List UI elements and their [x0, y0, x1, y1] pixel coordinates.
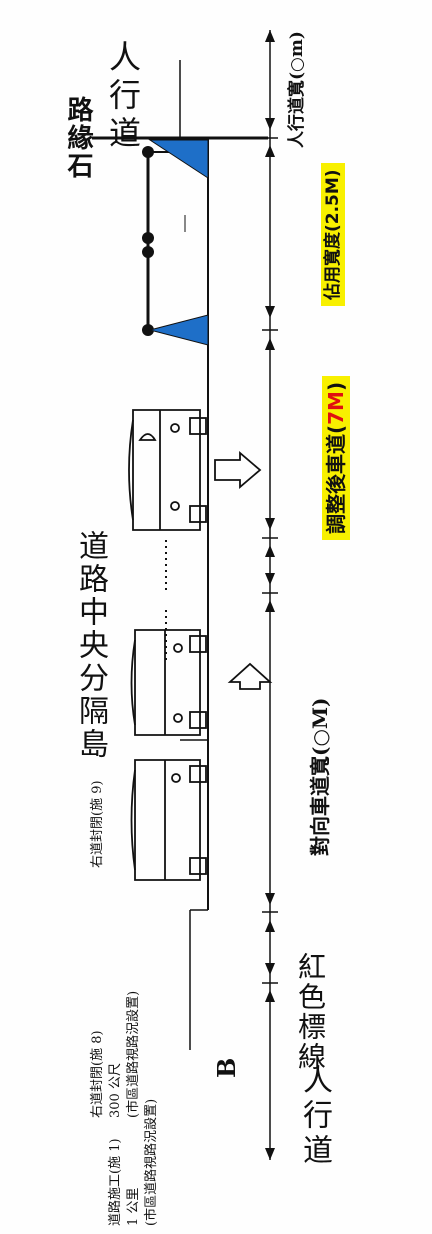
sign9-note: 右道封閉(施 9) [90, 780, 105, 868]
sign8-note-line3: (市區道路視路況設置) [126, 990, 141, 1118]
car-icon [130, 759, 207, 881]
sign1-note-line2: 1 公里 [126, 1187, 141, 1226]
opposite-lane-label: 對向車道寬(○M) [308, 697, 332, 856]
sign8-note-line1: 右道封閉(施 8) [90, 1030, 105, 1118]
barrier-post [142, 232, 154, 244]
sidewalk-width-label: 人行道寬(○m) [287, 31, 307, 148]
sign8-note-line2: 300 公尺 [108, 1063, 123, 1118]
curb-label: 路緣石 [63, 96, 93, 180]
adjusted-lane-label: 調整後車道(7M) [320, 375, 350, 540]
arrow-down-icon [214, 451, 262, 489]
median-label: 道路中央分隔島 [73, 530, 108, 761]
sign1-note-line1: 道路施工(施 1) [108, 1138, 123, 1226]
barrier-post [142, 246, 154, 258]
car-icon [128, 409, 207, 531]
occupied-width-label: 佔用寬度(2.5M) [318, 163, 345, 306]
sidewalk-right-label: 人行道 [104, 40, 142, 154]
cone-icon [148, 139, 209, 179]
marker-b: B [212, 1057, 241, 1078]
arrow-up-icon [227, 662, 273, 690]
cone-icon [148, 314, 209, 346]
car-icon [130, 629, 207, 736]
red-line-label: 紅色標線 [294, 952, 327, 1072]
sign1-note-line3: (市區道路視路況設置) [144, 1098, 159, 1226]
sidewalk-left-label: 人行道 [297, 1064, 332, 1169]
dimension-arrows [265, 30, 275, 1160]
